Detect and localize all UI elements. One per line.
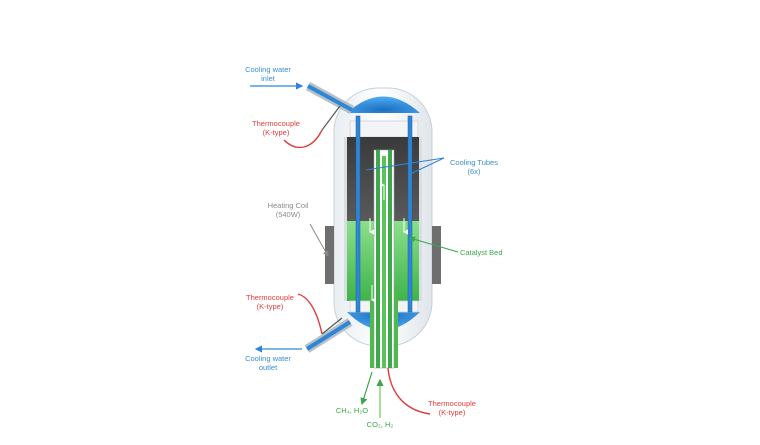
heating-coil-left [325,226,334,284]
inner-wall-left [344,137,347,301]
label-heating-coil-line1: Heating Coil [268,201,309,210]
label-thermocouple-bottom-line1: Thermocouple [428,399,476,408]
label-thermocouple-top-line2: (K-type) [263,128,290,137]
label-feed-in: CO₂, H₂ [367,420,394,429]
heating-coil-right [432,226,441,284]
cooling-tube [355,115,361,313]
label-cooling-inlet-line2: inlet [261,74,276,83]
cooling-tubes [355,115,413,313]
central-tube-bundle [370,149,398,369]
thermocouple-wire-mid [297,293,323,335]
outlet-tube-green [394,286,398,368]
label-thermocouple-bottom: Thermocouple (K-type) [428,399,476,417]
top-water-chamber [347,96,420,113]
label-cooling-tubes-line2: (6x) [468,167,481,176]
central-tube-green [376,150,380,368]
cooling-inlet-pipe [305,82,355,114]
label-thermocouple-top-line1: Thermocouple [252,119,300,128]
label-thermocouple-bottom-line2: (K-type) [439,408,466,417]
heating-coil-leader [309,223,329,257]
cooling-tubes-leader [407,157,445,176]
thermocouple-probe-mid [321,317,343,335]
label-heating-coil: Heating Coil (540W) [268,201,309,219]
label-product-out: CH₄, H₂O [336,406,368,415]
label-thermocouple-top: Thermocouple (K-type) [252,119,300,137]
thermocouple-wire-top [283,129,323,149]
label-thermocouple-mid: Thermocouple (K-type) [246,293,294,311]
label-cooling-inlet: Cooling water inlet [245,65,291,83]
outlet-tube-green [370,286,374,368]
label-heating-coil-line2: (540W) [276,210,301,219]
inner-wall-right [419,137,422,301]
label-cooling-tubes: Cooling Tubes (6x) [450,158,498,176]
central-tube-green [388,150,392,368]
thermocouple-probe-top [321,105,341,131]
label-catalyst-bed: Catalyst Bed [460,248,503,257]
label-cooling-outlet-line2: outlet [259,363,278,372]
label-cooling-tubes-line1: Cooling Tubes [450,158,498,167]
label-cooling-outlet-line1: Cooling water [245,354,291,363]
central-tube-green [382,156,386,368]
cooling-tubes-leader [365,157,445,171]
thermocouple-wire-bottom [387,367,431,415]
catalyst-bed-leader [409,236,459,253]
cooling-outlet-pipe [304,318,353,353]
label-thermocouple-mid-line2: (K-type) [257,302,284,311]
label-cooling-inlet-line1: Cooling water [245,65,291,74]
product-out-arrow [360,371,373,406]
label-thermocouple-mid-line1: Thermocouple [246,293,294,302]
label-cooling-outlet: Cooling water outlet [245,354,291,372]
cooling-tube [407,115,413,313]
